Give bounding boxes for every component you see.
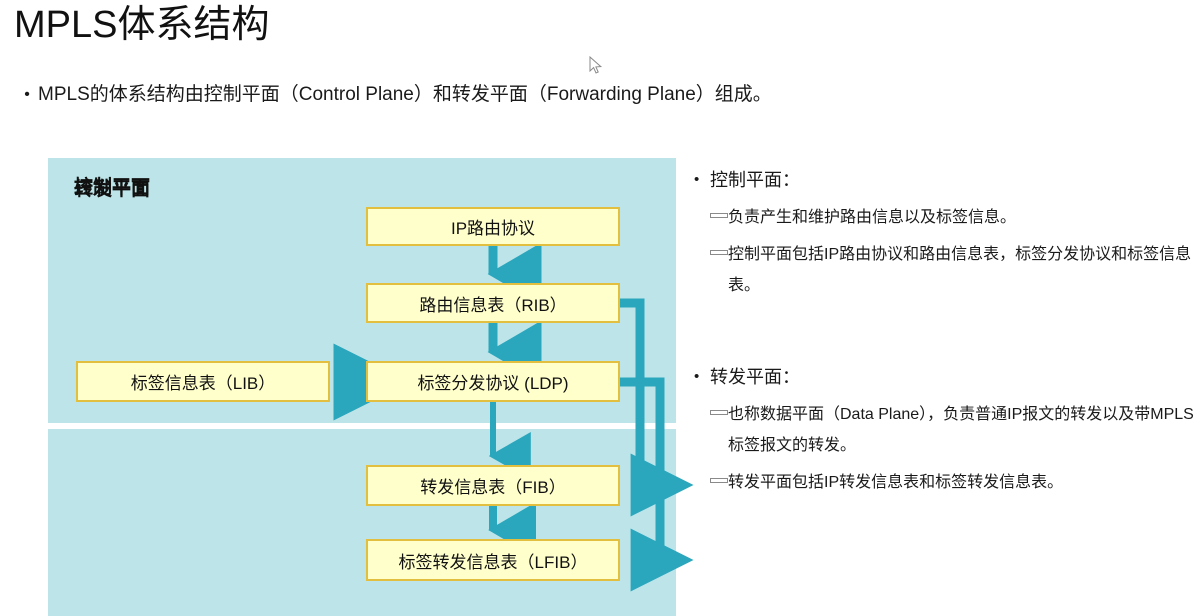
list-item: 转发平面包括IP转发信息表和标签转发信息表。 [710,467,1203,498]
node-fib[interactable]: 转发信息表（FIB） [366,465,620,506]
forwarding-plane-heading-row: • 转发平面： [694,363,1203,391]
control-plane-heading: 控制平面： [710,170,800,190]
bullet-dot-icon: • [694,368,700,385]
square-bullet-icon [710,213,728,218]
mpls-architecture-diagram: 控制平面 转发平面 IP路由协议 路由信息表（RIB） [48,158,694,616]
explanation-column: • 控制平面： 负责产生和维护路由信息以及标签信息。 控制平面包括IP路由协议和… [694,166,1203,504]
forwarding-plane-heading: 转发平面： [710,367,800,387]
square-bullet-icon [710,250,728,255]
forwarding-plane-label: 转发平面 [74,179,151,200]
arrow-rib-to-fib [620,298,694,517]
list-item: 也称数据平面（Data Plane），负责普通IP报文的转发以及带MPLS标签报… [710,399,1203,461]
mouse-cursor-icon [589,56,603,74]
node-ip-routing-protocol[interactable]: IP路由协议 [366,207,620,246]
control-plane-explanation: • 控制平面： 负责产生和维护路由信息以及标签信息。 控制平面包括IP路由协议和… [694,166,1203,301]
forwarding-plane-panel [48,429,676,616]
square-bullet-icon [710,410,728,415]
list-item-text: 控制平面包括IP路由协议和路由信息表，标签分发协议和标签信息表。 [728,246,1192,294]
intro-bullet: • MPLS的体系结构由控制平面（Control Plane）和转发平面（For… [16,80,1196,110]
arrow-ldp-to-lfib [620,377,694,592]
diagram-connectors [333,242,694,592]
node-rib[interactable]: 路由信息表（RIB） [366,283,620,323]
bullet-dot-icon: • [24,86,30,103]
node-lib[interactable]: 标签信息表（LIB） [76,361,330,402]
intro-bullet-text: MPLS的体系结构由控制平面（Control Plane）和转发平面（Forwa… [38,84,772,105]
forwarding-plane-explanation: • 转发平面： 也称数据平面（Data Plane），负责普通IP报文的转发以及… [694,363,1203,498]
page-title: MPLS体系结构 [14,4,270,46]
list-item-text: 负责产生和维护路由信息以及标签信息。 [728,209,1017,226]
control-plane-label: 控制平面 [74,177,151,198]
list-item-text: 也称数据平面（Data Plane），负责普通IP报文的转发以及带MPLS标签报… [728,406,1194,454]
node-ldp[interactable]: 标签分发协议 (LDP) [366,361,620,402]
control-plane-heading-row: • 控制平面： [694,166,1203,194]
node-lfib[interactable]: 标签转发信息表（LFIB） [366,539,620,581]
list-item: 控制平面包括IP路由协议和路由信息表，标签分发协议和标签信息表。 [710,239,1203,301]
square-bullet-icon [710,478,728,483]
bullet-dot-icon: • [694,171,700,188]
list-item: 负责产生和维护路由信息以及标签信息。 [710,202,1203,233]
list-item-text: 转发平面包括IP转发信息表和标签转发信息表。 [728,474,1064,491]
